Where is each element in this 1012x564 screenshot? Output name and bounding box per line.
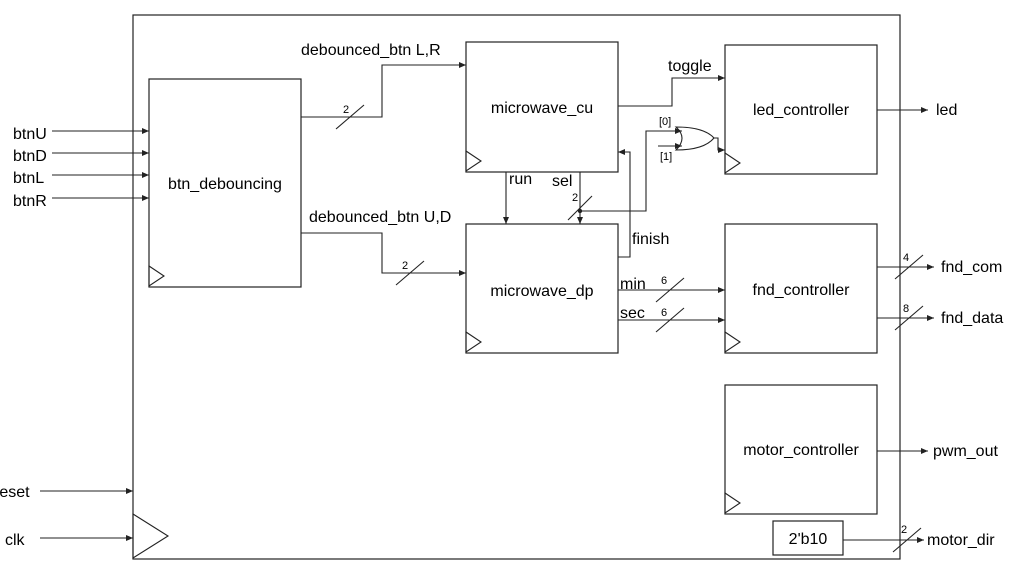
- clock-triangle-icon: [724, 151, 741, 175]
- microwave-dp-block: microwave_dp: [465, 223, 619, 354]
- run-label: run: [509, 171, 532, 188]
- bus-width-fnd-data: 8: [903, 303, 909, 315]
- microwave-cu-block: microwave_cu: [465, 41, 619, 173]
- bus-slash: [655, 307, 685, 333]
- toggle-signal: toggle: [618, 58, 725, 107]
- finish-label: finish: [632, 231, 669, 248]
- toggle-label: toggle: [668, 58, 712, 75]
- output-pwm-out: pwm_out: [877, 443, 998, 460]
- clock-triangle-icon: [465, 149, 482, 173]
- svg-text:btnR: btnR: [13, 193, 47, 210]
- sec-label: sec: [620, 305, 645, 322]
- debounced-lr-label: debounced_btn L,R: [301, 42, 441, 59]
- run-signal: run: [503, 171, 532, 224]
- sel-bus: 2 sel: [552, 130, 682, 224]
- input-btnU: btnU: [13, 126, 149, 143]
- input-clk: clk: [5, 532, 133, 549]
- fnd-controller-block: fnd_controller: [724, 223, 878, 354]
- clock-triangle-icon: [724, 330, 741, 354]
- bus-slash: [655, 277, 685, 303]
- output-fnd-com: 4 fnd_com: [877, 252, 1002, 280]
- svg-text:fnd_com: fnd_com: [941, 259, 1002, 276]
- bus-width-fnd-com: 4: [903, 252, 909, 264]
- sel-label: sel: [552, 173, 572, 190]
- bus-slash: [335, 104, 365, 130]
- or-input-1-label: [1]: [660, 151, 672, 163]
- clock-triangle-icon: [724, 491, 741, 515]
- min-bus: 6 min: [618, 275, 725, 303]
- microwave-cu-label: microwave_cu: [491, 100, 593, 117]
- btn-debouncing-label: btn_debouncing: [168, 176, 282, 193]
- bus-width-sel: 2: [572, 192, 578, 204]
- output-motor-dir: 2 motor_dir: [843, 524, 995, 553]
- bus-width-ud: 2: [402, 260, 408, 272]
- svg-text:clk: clk: [5, 532, 26, 549]
- bus-width-min: 6: [661, 275, 667, 287]
- debounced-ud-label: debounced_btn U,D: [309, 209, 451, 226]
- bus-slash: [894, 305, 924, 331]
- min-label: min: [620, 276, 646, 293]
- microwave-dp-label: microwave_dp: [490, 283, 593, 300]
- svg-text:fnd_data: fnd_data: [941, 310, 1003, 327]
- top-clock-triangle-icon: [132, 513, 170, 559]
- bus-width-lr: 2: [343, 104, 349, 116]
- or-gate-icon: [0] [1]: [658, 116, 725, 163]
- input-btnL: btnL: [13, 170, 149, 187]
- bus-slash: [892, 527, 922, 553]
- input-btnR: btnR: [13, 193, 149, 210]
- bus-slash: [894, 254, 924, 280]
- input-btnD: btnD: [13, 148, 149, 165]
- svg-text:motor_dir: motor_dir: [927, 532, 995, 549]
- bus-slash: [395, 260, 425, 286]
- svg-text:led: led: [936, 102, 957, 119]
- svg-text:reset: reset: [0, 484, 30, 501]
- clock-triangle-icon: [148, 264, 165, 288]
- svg-text:pwm_out: pwm_out: [933, 443, 998, 460]
- output-led: led: [877, 102, 957, 119]
- clock-triangle-icon: [465, 330, 482, 354]
- svg-text:btnL: btnL: [13, 170, 44, 187]
- bus-width-motor-dir: 2: [901, 524, 907, 536]
- constant-2b10-block: 2'b10: [772, 520, 844, 556]
- led-controller-block: led_controller: [724, 44, 878, 175]
- svg-text:btnD: btnD: [13, 148, 47, 165]
- led-controller-label: led_controller: [753, 102, 850, 119]
- output-fnd-data: 8 fnd_data: [877, 303, 1003, 331]
- input-reset: reset: [0, 484, 133, 501]
- motor-controller-label: motor_controller: [743, 442, 859, 459]
- or-input-0-label: [0]: [659, 116, 671, 128]
- debounced-lr-bus: 2 debounced_btn L,R: [301, 42, 466, 130]
- svg-text:btnU: btnU: [13, 126, 47, 143]
- constant-2b10-label: 2'b10: [789, 531, 828, 548]
- motor-controller-block: motor_controller: [724, 384, 878, 515]
- btn-debouncing-block: btn_debouncing: [148, 78, 302, 288]
- debounced-ud-bus: 2 debounced_btn U,D: [301, 209, 466, 286]
- finish-signal: finish: [618, 149, 669, 258]
- bus-slash: [567, 195, 593, 221]
- bus-width-sec: 6: [661, 307, 667, 319]
- sec-bus: 6 sec: [618, 305, 725, 333]
- fnd-controller-label: fnd_controller: [753, 282, 851, 299]
